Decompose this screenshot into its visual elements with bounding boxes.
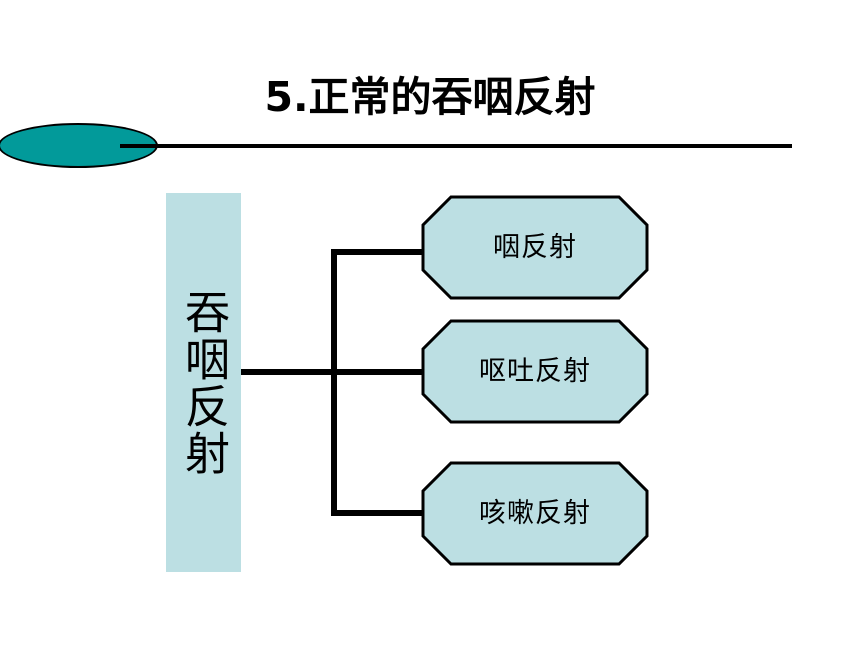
title-underline-rule [120,144,792,148]
connector-branch-1 [331,249,424,255]
octagon-shape-icon [421,195,649,300]
page-title: 5.正常的吞咽反射 [264,73,596,121]
connector-branch-2 [331,369,424,375]
octagon-shape-icon [421,319,649,424]
diagram-branch-label-3: 咳嗽反射 [479,497,591,529]
octagon-shape-icon [421,461,649,566]
diagram-root-label: 吞咽反射 [177,288,230,477]
diagram-branch-node-1: 咽反射 [421,195,649,300]
diagram-root-node: 吞咽反射 [166,193,241,572]
connector-trunk [331,249,337,516]
diagram-branch-label-2: 呕吐反射 [479,355,591,387]
diagram-branch-node-3: 咳嗽反射 [421,461,649,566]
diagram-branch-label-1: 咽反射 [493,231,577,263]
connector-branch-3 [331,510,424,516]
diagram-branch-node-2: 呕吐反射 [421,319,649,424]
connector-root-stem [241,369,337,375]
